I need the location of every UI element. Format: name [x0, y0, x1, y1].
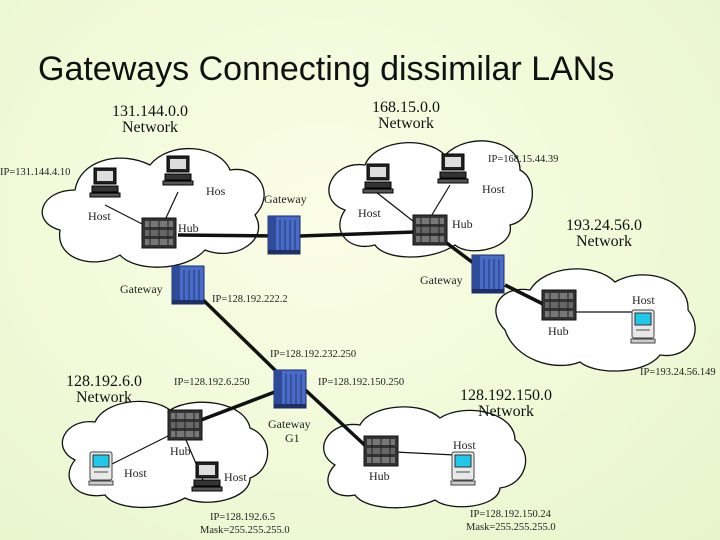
hub-168-label: Hub [452, 217, 473, 231]
hub-193-label: Hub [548, 324, 569, 338]
mask-150-host: Mask=255.255.255.0 [466, 522, 556, 533]
network-168-word: Network [378, 115, 434, 132]
network-128-6-label: 128.192.6.0 Network [66, 374, 142, 406]
host-168-left-icon [362, 163, 394, 194]
host-168-right-icon [437, 153, 469, 184]
ip-g1-left: IP=128.192.6.250 [174, 377, 250, 388]
cloud-128-150 [323, 406, 527, 509]
ip-g1-top: IP=128.192.232.250 [270, 349, 357, 360]
cloud-131 [41, 147, 265, 268]
host-6-right-icon [191, 461, 223, 492]
network-193-address: 193.24.56.0 [566, 217, 642, 234]
ip-g1-right: IP=128.192.150.250 [318, 377, 405, 388]
host-168-right-label: Host [482, 182, 505, 196]
host-6-left-label: Host [124, 466, 147, 480]
host-131-left-label: Host [88, 209, 111, 223]
ip-150-host: IP=128.192.150.24 [470, 509, 551, 520]
gateway-g1-name: G1 [285, 431, 300, 445]
gateway-g1-label: Gateway [268, 417, 311, 431]
network-128-150-address: 128.192.150.0 [460, 387, 552, 404]
network-131-label: 131.144.0.0 Network [112, 104, 188, 136]
ip-gateway-left: IP=128.192.222.2 [212, 294, 288, 305]
hub-150-icon [363, 435, 399, 467]
network-193-word: Network [576, 233, 632, 250]
cloud-193 [495, 268, 696, 372]
host-131-left-icon [89, 167, 121, 198]
host-150-icon [450, 451, 476, 486]
network-131-word: Network [122, 119, 178, 136]
gateway-top-label: Gateway [264, 192, 307, 206]
ip-168-host: IP=168.15.44.39 [488, 154, 559, 165]
host-131-right-label: Hos [206, 184, 226, 198]
ip-131-host: IP=131.144.4.10 [0, 167, 71, 178]
network-128-150-label: 128.192.150.0 Network [460, 388, 552, 420]
hub-193-icon [541, 289, 577, 321]
network-128-6-address: 128.192.6.0 [66, 373, 142, 390]
gateway-mid-left-label: Gateway [120, 282, 163, 296]
gateway-mid-left-icon [171, 265, 205, 305]
hub-131-icon [141, 217, 177, 249]
network-131-address: 131.144.0.0 [112, 103, 188, 120]
hub-6-label: Hub [170, 444, 191, 458]
network-128-150-word: Network [478, 403, 534, 420]
host-193-label: Host [632, 293, 655, 307]
network-168-label: 168.15.0.0 Network [372, 100, 440, 132]
slide-title: Gateways Connecting dissimilar LANs [38, 50, 615, 88]
host-193-icon [630, 309, 656, 344]
network-128-6-word: Network [76, 389, 132, 406]
network-193-label: 193.24.56.0 Network [566, 218, 642, 250]
network-168-address: 168.15.0.0 [372, 99, 440, 116]
hub-168-icon [412, 214, 448, 246]
host-6-right-label: Host [224, 470, 247, 484]
gateway-g1-icon [273, 369, 307, 409]
host-131-right-icon [162, 155, 194, 186]
gateway-top-icon [267, 215, 301, 255]
host-150-label: Host [453, 438, 476, 452]
gateway-mid-right-icon [471, 254, 505, 294]
mask-6-host: Mask=255.255.255.0 [200, 525, 290, 536]
ip-6-host: IP=128.192.6.5 [210, 512, 276, 523]
ip-193-host: IP=193.24.56.149 [640, 368, 716, 378]
hub-6-icon [167, 409, 203, 441]
host-168-left-label: Host [358, 206, 381, 220]
hub-131-label: Hub [178, 221, 199, 235]
gateway-mid-right-label: Gateway [420, 273, 463, 287]
hub-150-label: Hub [369, 469, 390, 483]
host-6-left-icon [88, 451, 114, 486]
